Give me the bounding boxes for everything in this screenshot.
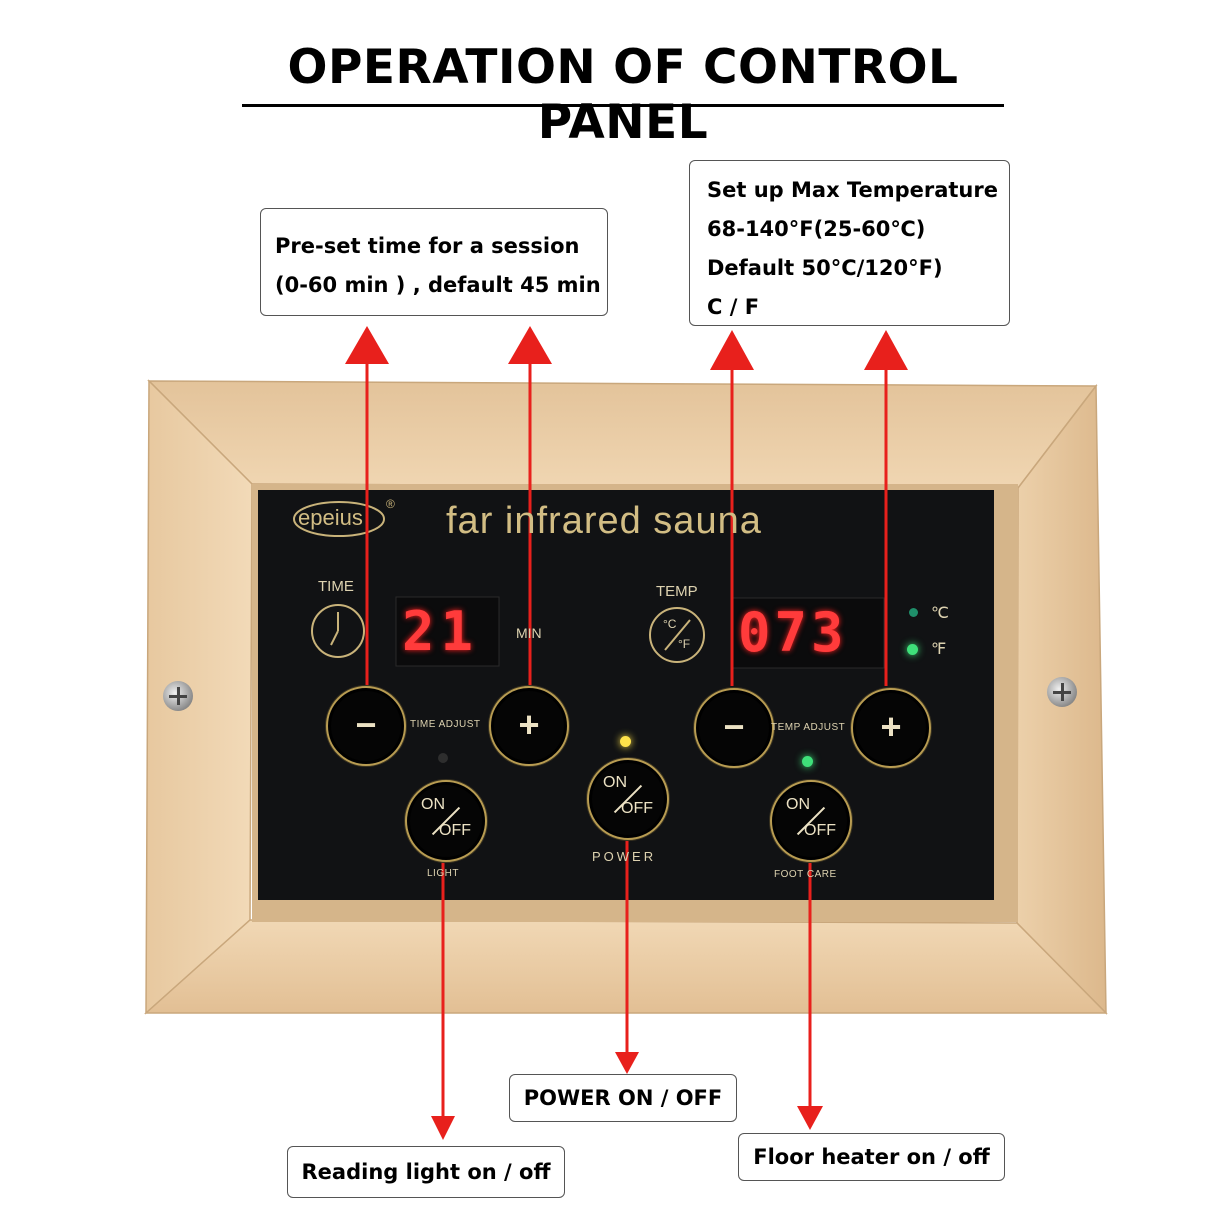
time-adjust-label: TIME ADJUST	[410, 719, 481, 730]
arrow-floor	[797, 828, 823, 1130]
off-label: OFF	[621, 800, 653, 817]
time-unit-label: MIN	[516, 625, 542, 641]
plus-icon: +	[880, 706, 902, 747]
on-label: ON	[421, 796, 445, 813]
brand-logo: epeius	[298, 505, 363, 530]
callout-line: C / F	[707, 295, 760, 319]
off-label: OFF	[804, 822, 836, 839]
callout-line: Set up Max Temperature	[707, 178, 998, 202]
power-toggle-button[interactable]: ON OFF	[587, 758, 669, 840]
left-screw-icon	[163, 681, 193, 711]
right-screw-icon	[1047, 677, 1077, 707]
fahrenheit-label: ℉	[931, 641, 947, 658]
temp-adjust-label: TEMP ADJUST	[771, 722, 846, 733]
power-label: POWER	[592, 849, 657, 864]
time-label: TIME	[318, 578, 354, 595]
brand-oval	[293, 501, 385, 537]
unit-switch-f: °F	[678, 637, 691, 651]
on-label: ON	[603, 774, 627, 791]
temp-callout: Set up Max Temperature 68-140°F(25-60℃) …	[689, 160, 1010, 326]
callout-line: Pre-set time for a session	[275, 234, 580, 258]
fahrenheit-led	[907, 644, 918, 655]
temp-display: 073	[738, 601, 848, 664]
minus-icon: −	[723, 706, 745, 747]
off-label: OFF	[439, 822, 471, 839]
registered-mark: ®	[386, 497, 395, 511]
temp-minus-button[interactable]: −	[694, 688, 774, 768]
time-minus-button[interactable]: −	[326, 686, 406, 766]
temp-display-bg	[731, 597, 885, 669]
callout-line: Default 50°C/120°F)	[707, 256, 943, 280]
arrow-time-minus	[345, 326, 389, 686]
light-label: LIGHT	[427, 868, 459, 879]
frame-left	[145, 379, 253, 1015]
time-callout: Pre-set time for a session (0-60 min ) ,…	[260, 208, 608, 316]
power-callout: POWER ON / OFF	[509, 1074, 737, 1122]
arrow-temp-plus	[864, 330, 908, 686]
unit-switch-c: °C	[663, 617, 677, 631]
celsius-led	[909, 608, 918, 617]
light-led	[438, 753, 448, 763]
arrow-power	[615, 808, 639, 1074]
arrow-light	[431, 830, 455, 1140]
temp-label: TEMP	[656, 583, 698, 600]
footcare-toggle-button[interactable]: ON OFF	[770, 780, 852, 862]
floor-heater-callout: Floor heater on / off	[738, 1133, 1005, 1181]
time-display-bg	[395, 596, 500, 667]
arrow-time-plus	[508, 326, 552, 686]
time-display: 21	[402, 600, 480, 663]
frame-top	[147, 380, 1098, 489]
minus-icon: −	[355, 704, 377, 745]
callout-line: 68-140°F(25-60℃)	[707, 217, 926, 241]
callout-line: (0-60 min ) , default 45 min	[275, 273, 601, 297]
panel-heading: far infrared sauna	[446, 500, 762, 542]
light-toggle-button[interactable]: ON OFF	[405, 780, 487, 862]
footcare-label: FOOT CARE	[774, 869, 837, 880]
title-underline	[242, 104, 1004, 107]
clock-icon	[311, 604, 365, 658]
celsius-label: ℃	[931, 605, 949, 622]
power-led	[620, 736, 631, 747]
arrow-temp-minus	[710, 330, 754, 686]
time-plus-button[interactable]: +	[489, 686, 569, 766]
footcare-led	[802, 756, 813, 767]
on-label: ON	[786, 796, 810, 813]
celsius-fahrenheit-icon	[649, 607, 705, 663]
plus-icon: +	[518, 704, 540, 745]
light-callout: Reading light on / off	[287, 1146, 565, 1198]
temp-plus-button[interactable]: +	[851, 688, 931, 768]
